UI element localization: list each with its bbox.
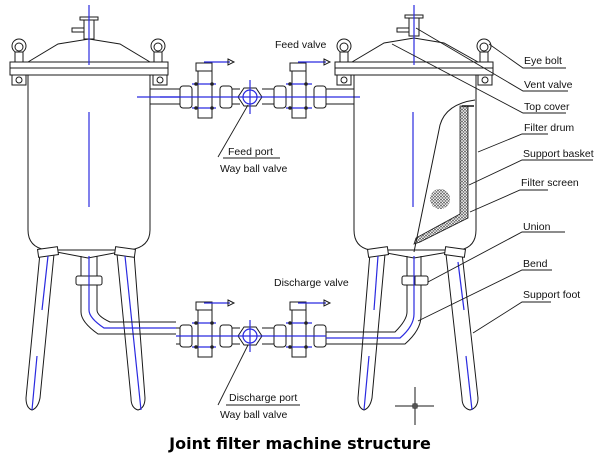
feed-valve-left[interactable] (192, 58, 236, 119)
leader-lines (217, 27, 593, 406)
label-top-cover: Top cover (524, 101, 570, 113)
right-eye-bolt-a (336, 38, 352, 63)
right-filter-tank (326, 5, 494, 411)
label-filter-screen: Filter screen (521, 177, 579, 189)
right-vent-valve (396, 14, 424, 37)
label-filter-drum: Filter drum (524, 122, 574, 134)
label-feed-way-ball-valve: Way ball valve (220, 163, 287, 175)
label-support-basket: Support basket (523, 148, 594, 160)
feed-valve-right[interactable] (286, 58, 332, 119)
label-bend: Bend (523, 258, 548, 270)
right-feed-pipe (326, 88, 354, 105)
right-support-foot-b (443, 246, 479, 411)
left-support-foot-b (113, 246, 146, 411)
left-discharge-pipe (75, 256, 176, 335)
support-basket (413, 105, 469, 245)
feed-valve-assembly (160, 58, 360, 119)
label-support-foot: Support foot (523, 289, 580, 301)
left-filter-drum (27, 75, 151, 251)
label-vent-valve: Vent valve (524, 79, 573, 91)
label-discharge-port: Discharge port (229, 392, 297, 404)
label-eye-bolt: Eye bolt (524, 55, 562, 67)
filter-screen-mesh (430, 189, 450, 209)
left-support-foot-a (25, 246, 60, 411)
label-discharge-way-ball-valve: Way ball valve (220, 409, 287, 421)
left-eye-bolt-b (150, 38, 166, 63)
discharge-valve-assembly (176, 299, 332, 358)
center-crosshair (395, 387, 434, 425)
label-feed-valve: Feed valve (275, 39, 327, 51)
label-feed-port: Feed port (228, 146, 273, 158)
right-top-cover (351, 37, 479, 63)
right-discharge-pipe (326, 256, 429, 345)
left-eye-bolt-a (11, 38, 27, 63)
right-support-foot-a (357, 246, 390, 411)
right-eye-bolt-b (476, 38, 492, 63)
discharge-valve-right[interactable] (286, 299, 332, 358)
left-filter-tank (9, 5, 176, 411)
left-vent-valve (71, 16, 99, 40)
diagram-title: Joint filter machine structure (168, 434, 431, 453)
right-filter-drum (353, 75, 477, 251)
label-union: Union (523, 221, 551, 233)
label-discharge-valve: Discharge valve (274, 277, 349, 289)
discharge-valve-left[interactable] (192, 299, 236, 358)
